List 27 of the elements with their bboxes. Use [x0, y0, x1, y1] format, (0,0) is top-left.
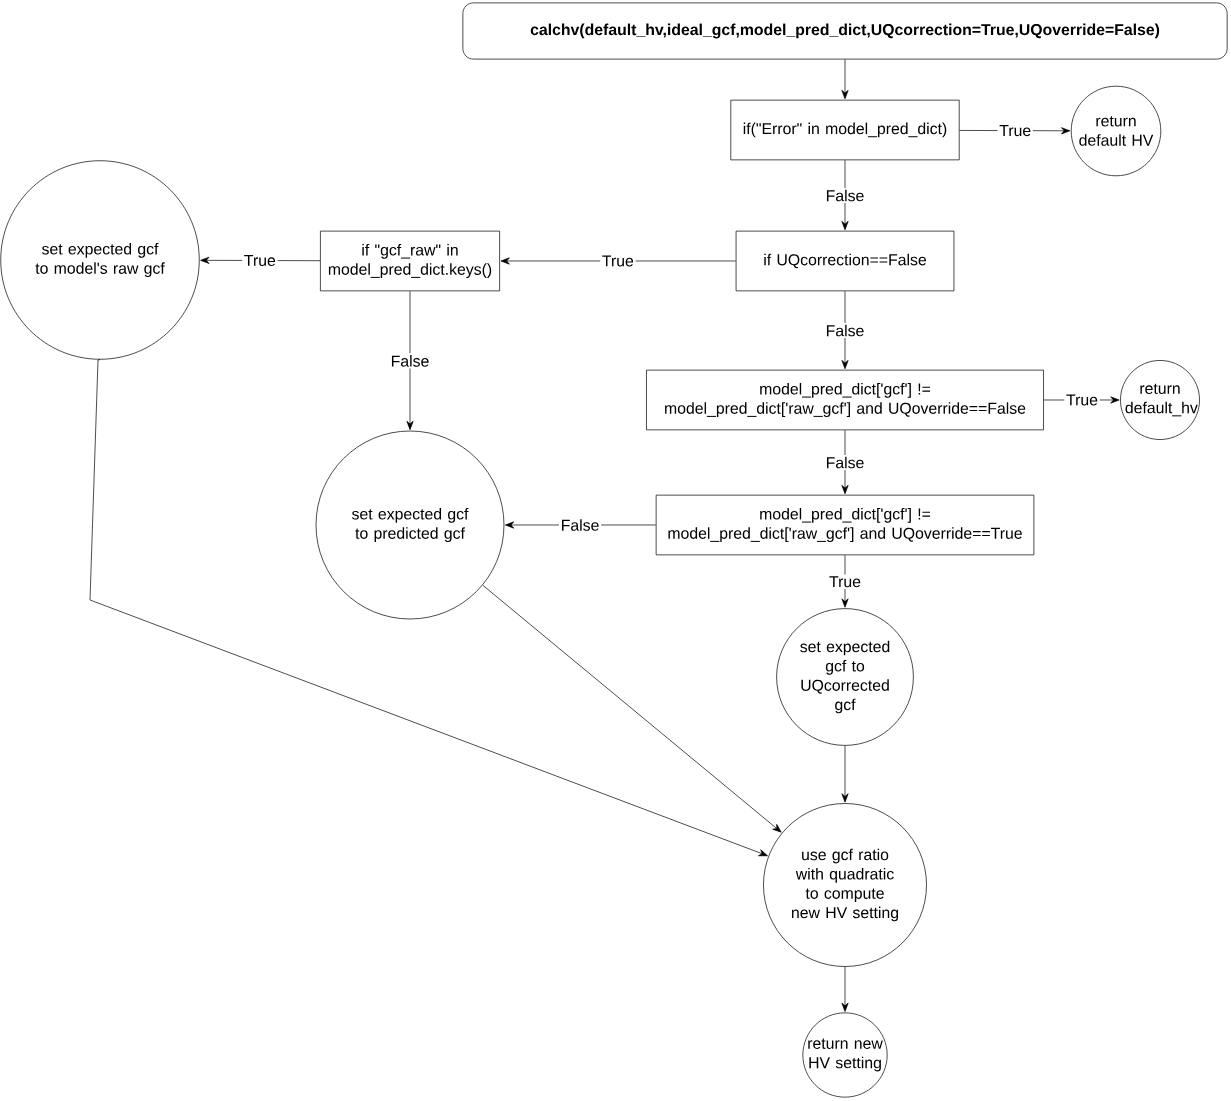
arrow — [500, 257, 737, 265]
decision-box: model_pred_dict['gcf'] != model_pred_dict['raw_gcf'] and UQoverride==False — [646, 369, 1044, 431]
arrow — [841, 290, 849, 370]
edge-label: False — [823, 322, 867, 339]
edge-label: False — [559, 517, 602, 533]
edge-label: True — [827, 574, 863, 589]
edge-label: True — [242, 253, 278, 268]
edge-label: False — [388, 353, 432, 369]
edge-label: False — [823, 187, 867, 204]
decision-box: if("Error" in model_pred_dict) — [730, 99, 960, 161]
arrow — [841, 159, 849, 231]
edge-label: False — [823, 454, 867, 471]
arrow — [841, 554, 849, 608]
edge-label: True — [600, 253, 636, 269]
arrow — [841, 966, 849, 1012]
arrow — [482, 584, 782, 833]
function-box: calchv(default_hv,ideal_gcf,model_pred_dict,UQcorrection=True,UQoverride=False) — [462, 2, 1228, 60]
edge-label: True — [997, 123, 1033, 138]
arrow — [841, 59, 849, 100]
edge-label: True — [1064, 392, 1100, 408]
decision-box: if UQcorrection==False — [735, 230, 955, 292]
decision-box: model_pred_dict['gcf'] != model_pred_dict['raw_gcf'] and UQoverride==True — [655, 494, 1035, 556]
arrow — [89, 359, 768, 857]
decision-box: if "gcf_raw" in model_pred_dict.keys() — [320, 230, 500, 292]
arrow — [841, 429, 849, 495]
arrow — [406, 290, 414, 430]
arrow — [841, 745, 849, 803]
